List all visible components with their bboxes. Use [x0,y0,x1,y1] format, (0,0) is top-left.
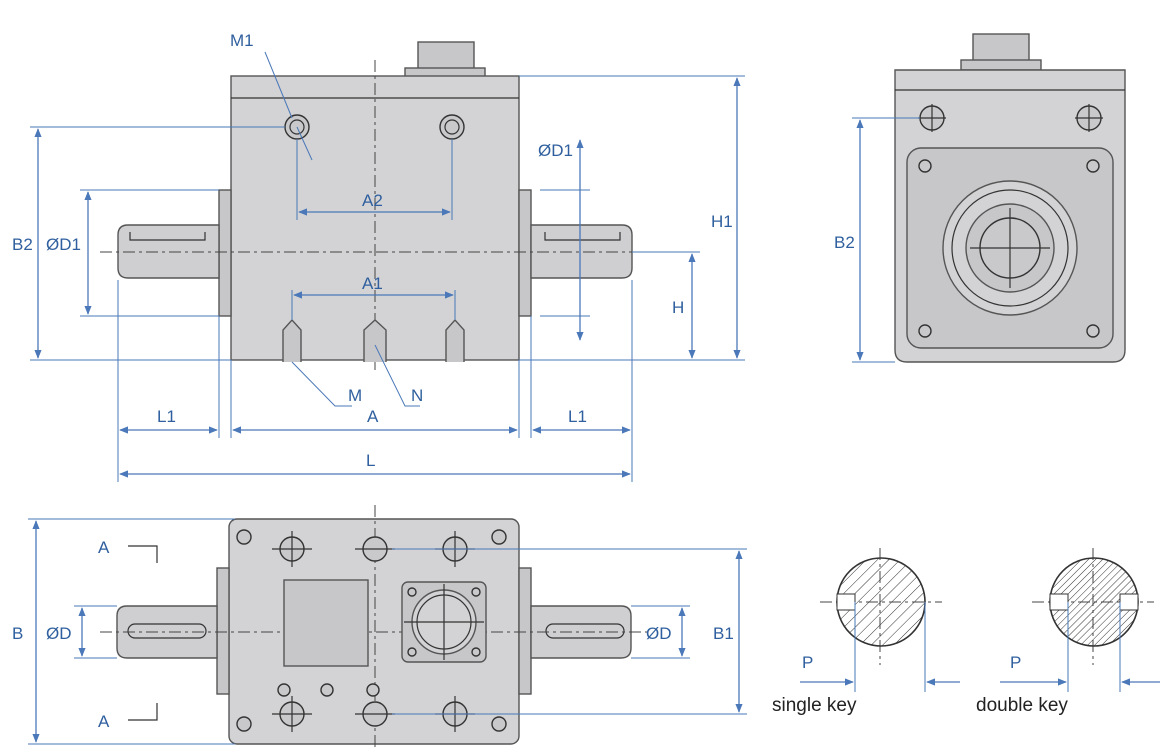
single-key-slot [836,593,856,611]
leader-m [291,361,352,407]
side-view: B2 [834,33,1126,363]
top-left-shaft [116,605,218,659]
label-a1: A1 [362,274,383,293]
front-view: A2 A1 M1 M N ØD1 H H1 B2 [12,31,745,482]
label-m1: M1 [230,31,254,50]
double-key-slot-right [1119,593,1139,611]
mount-hole-left-inner [289,119,305,135]
top-left-flange [216,567,230,695]
top-right-shaft [530,605,632,659]
leader-n [374,344,420,407]
label-d-left: ØD [46,624,72,643]
connector-plug [417,41,475,71]
side-connector-base [960,59,1042,71]
top-left-keyslot [127,623,207,639]
label-n: N [411,386,423,405]
label-d-right: ØD [646,624,672,643]
caption-single-key: single key [772,695,857,716]
side-connector-plug [972,33,1030,63]
label-b1: B1 [713,624,734,643]
top-view: A A B ØD ØD B1 [12,505,747,750]
label-p-double: P [1010,653,1021,672]
label-b: B [12,624,23,643]
label-h1: H1 [711,212,733,231]
label-d1-right: ØD1 [538,141,573,160]
left-keyway [129,232,206,241]
label-p-single: P [802,653,813,672]
label-h: H [672,298,684,317]
top-right-flange [518,567,532,695]
label-d1-left: ØD1 [46,235,81,254]
label-l1-right: L1 [568,407,587,426]
top-window [283,579,369,667]
label-l: L [366,451,375,470]
double-key-section: P double key [976,548,1160,716]
label-b2: B2 [12,235,33,254]
label-a2: A2 [362,191,383,210]
right-flange [518,189,532,317]
label-section-top: A [98,538,110,557]
bottom-thread-holes [282,318,465,362]
mount-hole-right-inner [444,119,460,135]
leader-m1 [264,51,293,119]
caption-double-key: double key [976,695,1068,716]
left-shaft [117,224,220,279]
section-marker-bottom [128,703,158,721]
label-l1-left: L1 [157,407,176,426]
double-key-slot-left [1049,593,1069,611]
left-flange [218,189,232,317]
single-key-section: P single key [772,548,960,716]
section-marker-top [128,545,158,563]
label-side-b2: B2 [834,233,855,252]
label-a: A [367,407,379,426]
mount-hole-right [439,114,465,140]
label-m: M [348,386,362,405]
top-right-keyslot [545,623,625,639]
label-section-bottom: A [98,712,110,731]
